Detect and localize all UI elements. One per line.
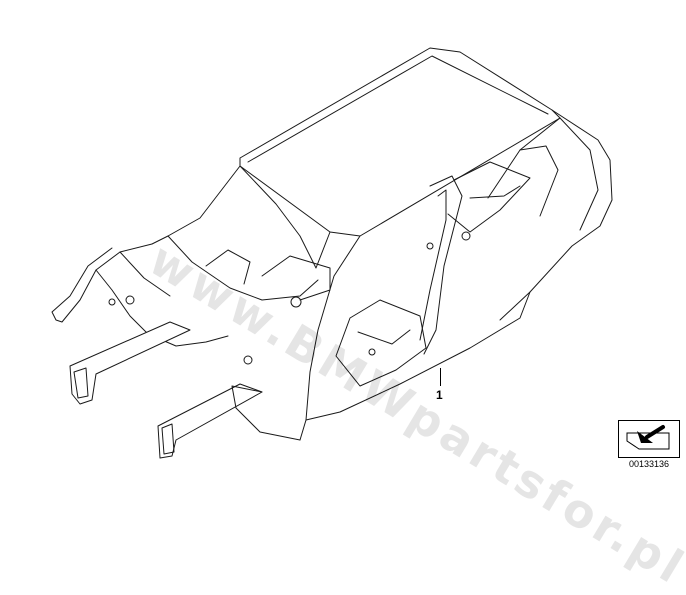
part-callout-number: 1 bbox=[436, 388, 443, 402]
reference-arrow-box bbox=[618, 420, 680, 458]
callout-leader-line bbox=[440, 368, 441, 386]
reference-number: 00133136 bbox=[628, 459, 670, 469]
reference-arrow-icon bbox=[626, 425, 670, 450]
diagram-canvas: www.BMWpartsfor.pl 1 00133136 bbox=[51, 47, 686, 595]
car-body-shell-icon bbox=[51, 47, 613, 459]
